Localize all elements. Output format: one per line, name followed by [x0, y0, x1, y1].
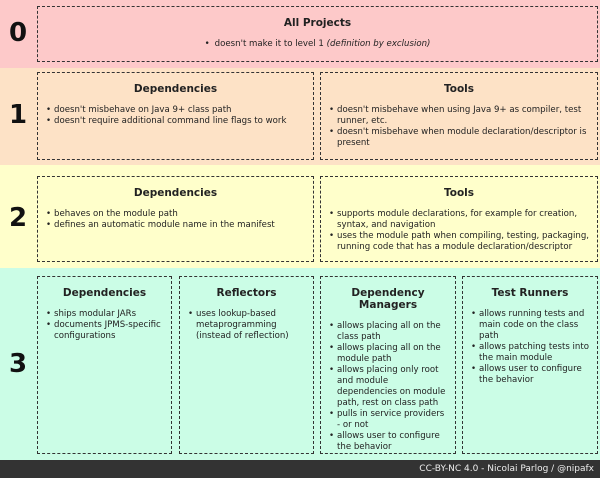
- criterion-text: allows patching tests into the main modu…: [479, 342, 589, 363]
- category-title: All Projects: [283, 17, 352, 29]
- criteria-list: supports module declarations, for exampl…: [327, 209, 591, 253]
- criterion-text: uses lookup-based metaprogramming (inste…: [196, 309, 289, 341]
- category-box: Dependencies doesn't misbehave on Java 9+…: [37, 72, 314, 160]
- criterion: doesn't make it to level 1 (definition b…: [44, 39, 591, 50]
- criterion-text: doesn't misbehave when using Java 9+ as …: [337, 105, 582, 126]
- criterion: behaves on the module path: [44, 209, 307, 220]
- criterion-text: defines an automatic module name in the …: [54, 220, 275, 230]
- category-title: Dependencies: [62, 287, 147, 299]
- criterion-text: supports module declarations, for exampl…: [337, 209, 578, 230]
- criterion-text: behaves on the module path: [54, 209, 178, 219]
- criteria-list: allows placing all on the class pathallo…: [327, 321, 449, 453]
- criterion-text: allows placing only root and module depe…: [337, 365, 446, 408]
- criterion-text: doesn't make it to level 1: [214, 39, 327, 49]
- criterion: uses the module path when compiling, tes…: [327, 231, 591, 253]
- criteria-list: ships modular JARsdocuments JPMS-specifi…: [44, 309, 165, 342]
- criterion-text: allows placing all on the module path: [337, 343, 441, 364]
- criterion: allows user to configure the behavior: [469, 364, 591, 386]
- criteria-list: behaves on the module pathdefines an aut…: [44, 209, 307, 231]
- category-title: Reflectors: [216, 287, 277, 299]
- criteria-list: doesn't misbehave when using Java 9+ as …: [327, 105, 591, 149]
- category-title: Dependency Managers: [351, 287, 425, 311]
- category-title: Test Runners: [491, 287, 569, 299]
- criterion: uses lookup-based metaprogramming (inste…: [186, 309, 307, 342]
- criterion-text: allows placing all on the class path: [337, 321, 441, 342]
- category-title: Dependencies: [133, 187, 218, 199]
- criterion: doesn't misbehave when module declaratio…: [327, 127, 591, 149]
- criterion: doesn't require additional command line …: [44, 116, 307, 127]
- level-number: 2: [8, 203, 28, 233]
- criterion: pulls in service providers - or not: [327, 409, 449, 431]
- level-3-band: 3 Dependencies ships modular JARsdocuments…: [0, 268, 600, 460]
- criterion: allows running tests and main code on th…: [469, 309, 591, 342]
- criterion: allows user to configure the behavior: [327, 431, 449, 453]
- criterion-text: pulls in service providers - or not: [337, 409, 445, 430]
- category-title: Tools: [443, 187, 475, 199]
- category-box: All Projects doesn't make it to level 1 (…: [37, 6, 598, 62]
- criterion: allows placing all on the module path: [327, 343, 449, 365]
- category-box: Dependencies behaves on the module pathde…: [37, 176, 314, 262]
- category-box: Dependencies ships modular JARsdocuments …: [37, 276, 172, 454]
- criterion-note: (definition by exclusion): [326, 39, 431, 49]
- criterion-text: allows user to configure the behavior: [479, 364, 582, 385]
- criterion-text: documents JPMS-specific configurations: [54, 320, 161, 341]
- level-number: 0: [8, 18, 28, 48]
- criterion: allows placing all on the class path: [327, 321, 449, 343]
- category-box: Tools supports module declarations, for e…: [320, 176, 598, 262]
- criterion-text: doesn't misbehave when module declaratio…: [337, 127, 587, 148]
- criterion-text: uses the module path when compiling, tes…: [337, 231, 590, 252]
- criteria-list: doesn't make it to level 1 (definition b…: [44, 39, 591, 50]
- criterion: doesn't misbehave when using Java 9+ as …: [327, 105, 591, 127]
- criterion: allows patching tests into the main modu…: [469, 342, 591, 364]
- criterion: documents JPMS-specific configurations: [44, 320, 165, 342]
- criterion: ships modular JARs: [44, 309, 165, 320]
- category-box: Reflectors uses lookup-based metaprogramm…: [179, 276, 314, 454]
- criteria-list: doesn't misbehave on Java 9+ class pathd…: [44, 105, 307, 127]
- category-title: Tools: [443, 83, 475, 95]
- criterion-text: ships modular JARs: [54, 309, 137, 319]
- criterion-text: allows running tests and main code on th…: [479, 309, 585, 341]
- category-box: Dependency Managers allows placing all on…: [320, 276, 456, 454]
- level-number: 1: [8, 100, 28, 130]
- criterion: doesn't misbehave on Java 9+ class path: [44, 105, 307, 116]
- category-box: Test Runners allows running tests and mai…: [462, 276, 598, 454]
- level-number: 3: [8, 349, 28, 379]
- criterion-text: doesn't misbehave on Java 9+ class path: [54, 105, 232, 115]
- criteria-list: uses lookup-based metaprogramming (inste…: [186, 309, 307, 342]
- criterion-text: allows user to configure the behavior: [337, 431, 440, 452]
- criterion: supports module declarations, for exampl…: [327, 209, 591, 231]
- criterion-text: doesn't require additional command line …: [54, 116, 287, 126]
- criterion: defines an automatic module name in the …: [44, 220, 307, 231]
- level-0-band: 0 All Projects doesn't make it to level 1 …: [0, 0, 600, 68]
- criteria-list: allows running tests and main code on th…: [469, 309, 591, 386]
- category-title: Dependencies: [133, 83, 218, 95]
- level-1-band: 1 Dependencies doesn't misbehave on Java 9…: [0, 68, 600, 165]
- level-2-band: 2 Dependencies behaves on the module pathd…: [0, 165, 600, 268]
- category-box: Tools doesn't misbehave when using Java 9…: [320, 72, 598, 160]
- footer-credit: CC-BY-NC 4.0 - Nicolai Parlog / @nipafx: [0, 460, 600, 478]
- criterion: allows placing only root and module depe…: [327, 365, 449, 409]
